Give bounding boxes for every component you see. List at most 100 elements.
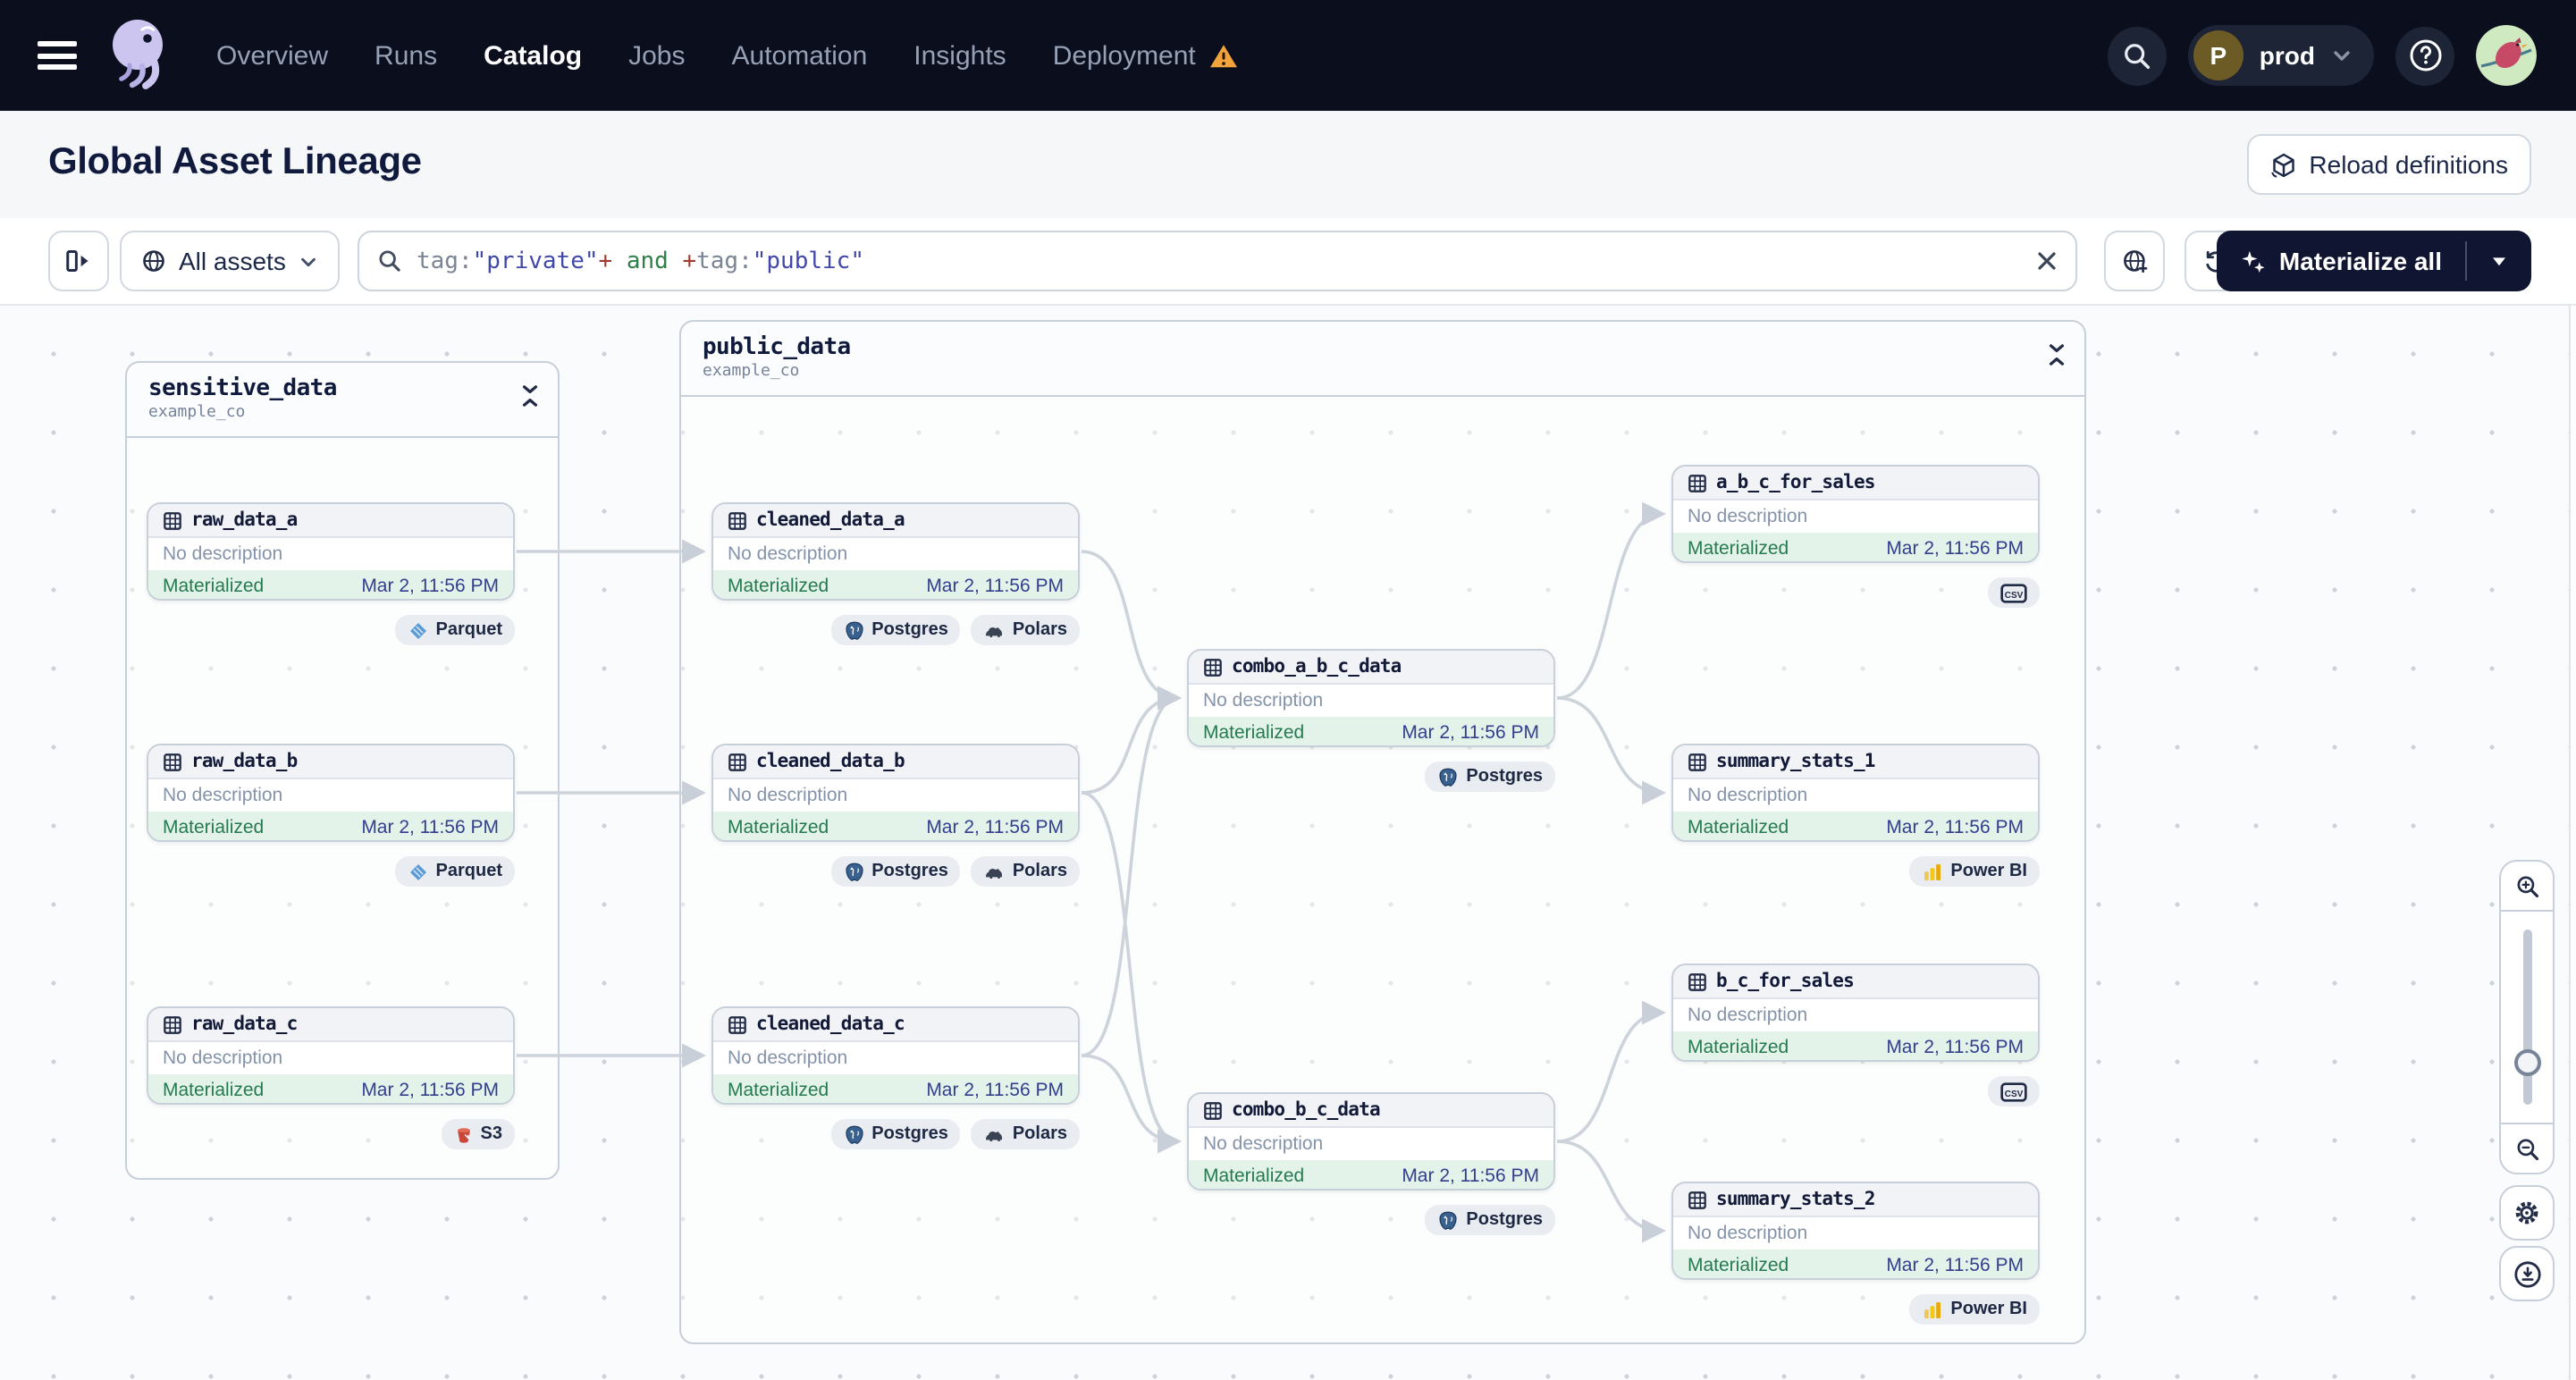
asset-node[interactable]: combo_b_c_data No description Materializ… — [1187, 1092, 1555, 1191]
asset-filter-input[interactable]: tag:"private"+ and +tag:"public" — [358, 231, 2077, 291]
help-button[interactable] — [2395, 26, 2454, 85]
kind-badge-label: Parquet — [435, 620, 502, 640]
materialized-timestamp[interactable]: Mar 2, 11:56 PM — [1402, 1165, 1539, 1186]
asset-node[interactable]: cleaned_data_c No description Materializ… — [711, 1006, 1080, 1105]
materialize-all-button[interactable]: Materialize all — [2217, 231, 2465, 291]
open-left-panel-button[interactable] — [48, 231, 109, 291]
graph-settings-button[interactable] — [2499, 1185, 2555, 1241]
asset-node-header: summary_stats_1 — [1673, 745, 2038, 779]
materialized-status: Materialized — [1203, 1165, 1305, 1186]
asset-description: No description — [1688, 1223, 1808, 1244]
materialize-options-caret[interactable] — [2467, 231, 2531, 291]
nav-item-automation[interactable]: Automation — [731, 40, 868, 71]
asset-description: No description — [1688, 785, 1808, 806]
collapse-group-icon[interactable] — [2047, 343, 2067, 366]
kind-badge: Parquet — [394, 615, 515, 645]
deployment-switcher[interactable]: P prod — [2187, 25, 2374, 86]
zoom-in-button[interactable] — [2501, 862, 2553, 910]
asset-name: raw_data_b — [191, 751, 298, 772]
reload-cube-icon — [2270, 152, 2294, 177]
materialized-timestamp[interactable]: Mar 2, 11:56 PM — [1886, 1254, 2024, 1275]
help-icon — [2409, 39, 2441, 72]
nav-item-overview[interactable]: Overview — [216, 40, 329, 71]
asset-node-header: combo_b_c_data — [1189, 1094, 1553, 1128]
zoom-slider[interactable] — [2501, 910, 2553, 1124]
materialized-timestamp[interactable]: Mar 2, 11:56 PM — [361, 575, 499, 596]
download-view-button[interactable] — [2499, 1246, 2555, 1301]
zoom-out-button[interactable] — [2501, 1124, 2553, 1173]
materialized-timestamp[interactable]: Mar 2, 11:56 PM — [1402, 721, 1539, 743]
asset-description: No description — [728, 543, 848, 565]
external-assets-button[interactable] — [2104, 231, 2165, 291]
asset-group-header[interactable]: sensitive_data example_co — [127, 363, 558, 438]
asset-node[interactable]: combo_a_b_c_data No description Material… — [1187, 649, 1555, 747]
nav-item-insights[interactable]: Insights — [913, 40, 1006, 71]
nav-links: Overview Runs Catalog Jobs Automation In… — [216, 40, 1239, 71]
kind-badge: Polars — [971, 615, 1080, 645]
nav-item-deployment[interactable]: Deployment — [1053, 40, 1239, 71]
powerbi-icon — [1922, 861, 1943, 882]
asset-node[interactable]: raw_data_a No description Materialized M… — [147, 502, 515, 601]
materialized-timestamp[interactable]: Mar 2, 11:56 PM — [1886, 1036, 2024, 1057]
materialized-status: Materialized — [163, 575, 265, 596]
asset-description: No description — [728, 1048, 848, 1069]
zoom-control — [2499, 860, 2555, 1174]
kind-badge: Power BI — [1909, 1294, 2040, 1325]
postgres-icon — [843, 619, 864, 641]
dagster-logo-icon[interactable] — [102, 14, 177, 97]
materialized-timestamp[interactable]: Mar 2, 11:56 PM — [361, 1079, 499, 1100]
gear-icon — [2515, 1201, 2538, 1224]
user-avatar[interactable] — [2476, 25, 2537, 86]
zoom-slider-track[interactable] — [2522, 930, 2531, 1105]
asset-node[interactable]: cleaned_data_b No description Materializ… — [711, 744, 1080, 842]
asset-node[interactable]: raw_data_b No description Materialized M… — [147, 744, 515, 842]
asset-status-row: Materialized Mar 2, 11:56 PM — [713, 1074, 1078, 1103]
filter-query-text[interactable]: tag:"private"+ and +tag:"public" — [417, 248, 864, 274]
asset-kind-badges: Postgres — [1187, 762, 1555, 792]
materialized-timestamp[interactable]: Mar 2, 11:56 PM — [926, 575, 1064, 596]
asset-node[interactable]: a_b_c_for_sales No description Materiali… — [1671, 465, 2040, 563]
materialized-timestamp[interactable]: Mar 2, 11:56 PM — [1886, 816, 2024, 837]
asset-scope-dropdown[interactable]: All assets — [120, 231, 340, 291]
asset-node[interactable]: b_c_for_sales No description Materialize… — [1671, 963, 2040, 1062]
nav-item-catalog[interactable]: Catalog — [484, 40, 583, 71]
asset-node[interactable]: summary_stats_1 No description Materiali… — [1671, 744, 2040, 842]
zoom-slider-thumb[interactable] — [2513, 1049, 2540, 1076]
kind-badge-label: Postgres — [1466, 1210, 1543, 1230]
scrollbar-track[interactable] — [2569, 218, 2576, 1380]
asset-node[interactable]: cleaned_data_a No description Materializ… — [711, 502, 1080, 601]
materialized-timestamp[interactable]: Mar 2, 11:56 PM — [926, 1079, 1064, 1100]
table-icon — [1688, 972, 1707, 991]
search-button[interactable] — [2107, 26, 2167, 85]
asset-node[interactable]: summary_stats_2 No description Materiali… — [1671, 1182, 2040, 1280]
materialized-status: Materialized — [1688, 1036, 1789, 1057]
table-icon — [728, 1014, 747, 1034]
hamburger-menu-icon[interactable] — [38, 41, 77, 70]
kind-badge: Postgres — [830, 615, 961, 645]
panel-toggle-icon — [66, 250, 88, 272]
nav-item-runs[interactable]: Runs — [375, 40, 438, 71]
kind-badge-label: Polars — [1012, 862, 1067, 881]
reload-definitions-button[interactable]: Reload definitions — [2246, 134, 2531, 195]
collapse-group-icon[interactable] — [520, 384, 540, 408]
table-icon — [1203, 1100, 1223, 1120]
asset-node-header: raw_data_b — [148, 745, 513, 779]
lineage-canvas[interactable] — [0, 304, 2569, 1380]
asset-status-row: Materialized Mar 2, 11:56 PM — [1673, 812, 2038, 840]
nav-item-jobs[interactable]: Jobs — [628, 40, 686, 71]
materialized-timestamp[interactable]: Mar 2, 11:56 PM — [361, 816, 499, 837]
postgres-icon — [843, 1123, 864, 1145]
asset-kind-badges: Parquet — [147, 856, 515, 887]
materialized-timestamp[interactable]: Mar 2, 11:56 PM — [1886, 537, 2024, 559]
asset-group-header[interactable]: public_data example_co — [681, 322, 2084, 397]
clear-filter-icon[interactable] — [2036, 250, 2058, 272]
kind-badge-label: S3 — [480, 1124, 502, 1144]
asset-status-row: Materialized Mar 2, 11:56 PM — [713, 570, 1078, 599]
polars-icon — [984, 861, 1006, 882]
top-nav: Overview Runs Catalog Jobs Automation In… — [0, 0, 2576, 111]
asset-node[interactable]: raw_data_c No description Materialized M… — [147, 1006, 515, 1105]
kind-badge-label: Power BI — [1950, 1300, 2027, 1319]
svg-text:CSV: CSV — [2005, 1089, 2024, 1098]
asset-status-row: Materialized Mar 2, 11:56 PM — [1673, 533, 2038, 561]
materialized-timestamp[interactable]: Mar 2, 11:56 PM — [926, 816, 1064, 837]
